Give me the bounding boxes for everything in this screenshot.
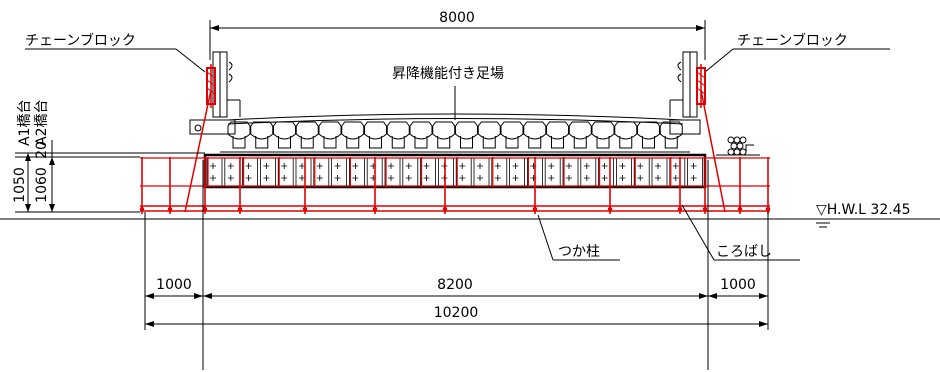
scaffold-cell <box>420 157 437 187</box>
scaffold-cell <box>313 157 330 187</box>
dim-20: 20 <box>34 141 50 159</box>
girder-cell <box>341 121 365 149</box>
dim-1060: 1060 <box>34 167 50 203</box>
girder-cell <box>455 121 478 149</box>
scaffold-cell <box>295 157 312 187</box>
roller-label: ころばし <box>681 204 800 261</box>
girder-cell <box>273 121 296 149</box>
svg-text:チェーンブロック: チェーンブロック <box>25 32 136 49</box>
svg-text:つか柱: つか柱 <box>558 244 600 260</box>
svg-text:チェーンブロック: チェーンブロック <box>737 32 848 49</box>
scaffold-cell <box>491 157 508 187</box>
scaffold-label: 昇降機能付き足場 <box>392 66 504 120</box>
chain-block-left-icon <box>206 64 216 108</box>
girder-cell <box>409 121 433 149</box>
scaffold-cell <box>331 157 348 187</box>
a1-abutment-label: A1橋台 <box>17 100 33 146</box>
scaffold-cell <box>473 157 490 187</box>
dim-8200: 8200 <box>437 277 473 293</box>
girder-cell <box>477 121 501 149</box>
girder-cell <box>614 121 638 149</box>
girder-cell <box>568 121 592 149</box>
scaffold-cell <box>455 157 472 187</box>
svg-text:ころばし: ころばし <box>716 244 772 260</box>
scaffold-cell <box>242 157 259 187</box>
scaffold-cell <box>348 157 365 187</box>
scaffold-cell <box>687 157 703 187</box>
girder-cell <box>591 121 615 149</box>
dim-10200: 10200 <box>434 305 479 321</box>
chain-block-left-label: チェーンブロック <box>25 32 206 73</box>
girder-cell <box>659 121 683 149</box>
dim-right-1000: 1000 <box>720 277 756 293</box>
box-girders <box>227 121 683 149</box>
scaffold-cell <box>259 157 276 187</box>
scaffold-cell <box>651 157 668 187</box>
right-support-column <box>669 51 701 135</box>
girder-cell <box>432 121 456 149</box>
dim-left-1000: 1000 <box>156 277 192 293</box>
post-label: つか柱 <box>537 214 620 261</box>
left-abutment-dims: 1050 1060 20 A1橋台 A2橋台 <box>12 100 205 213</box>
scaffold-cell <box>544 157 561 187</box>
scaffold-cell <box>224 157 241 187</box>
girder-cell <box>295 121 319 149</box>
girder-cell <box>250 121 274 149</box>
scaffold-cell <box>669 157 686 187</box>
a2-abutment-label: A2橋台 <box>34 100 50 146</box>
scaffold-frame <box>139 89 771 214</box>
girder-cell <box>227 121 251 149</box>
water-level: ▽H.W.L 32.45 <box>0 202 940 228</box>
scaffold-cell <box>616 157 632 187</box>
chain-block-right-icon <box>696 64 706 108</box>
bridge-deck <box>220 113 690 153</box>
scaffold-cell <box>509 157 526 187</box>
chain-block-right-label: チェーンブロック <box>704 32 890 73</box>
scaffold-cell <box>598 157 614 187</box>
girder-cell <box>386 121 410 149</box>
girder-cell <box>364 121 387 149</box>
girder-cell <box>546 121 569 149</box>
scaffold-cell <box>402 157 419 187</box>
girder-cell <box>318 121 342 149</box>
scaffold-cell <box>277 157 294 187</box>
scaffold-cell <box>206 157 223 187</box>
scaffold-cell <box>437 157 454 187</box>
girder-cell <box>637 121 660 149</box>
hwl-label: ▽H.W.L 32.45 <box>816 202 911 218</box>
top-dimension: 8000 <box>209 10 706 60</box>
scaffold-cell <box>580 157 597 187</box>
bottom-dimensions: 1000 8200 1000 10200 <box>144 160 769 370</box>
roller-detail <box>716 136 760 156</box>
girder-cell <box>500 121 524 149</box>
dim-1050: 1050 <box>12 167 28 203</box>
scaffold-cell <box>633 157 650 187</box>
dim-8000: 8000 <box>439 10 475 26</box>
svg-text:昇降機能付き足場: 昇降機能付き足場 <box>392 66 504 82</box>
scaffold-cell <box>384 157 401 187</box>
girder-cell <box>523 121 547 149</box>
scaffold-cell <box>562 157 579 187</box>
